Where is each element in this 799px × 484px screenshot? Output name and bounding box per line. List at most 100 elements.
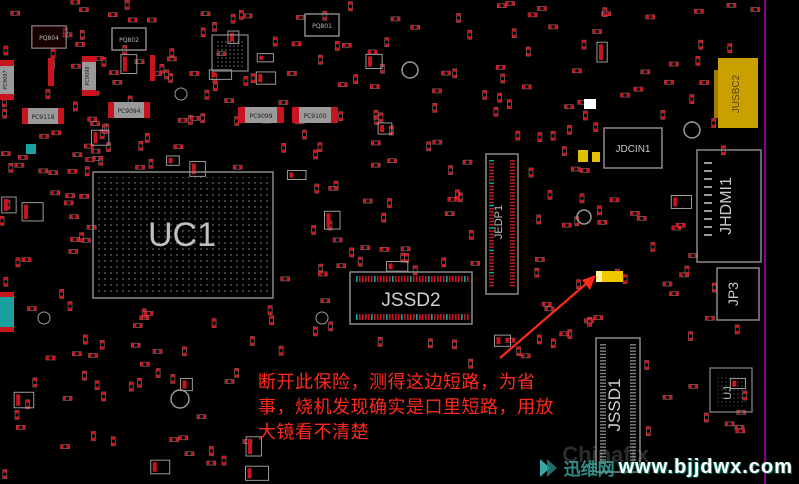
small-components (0, 0, 761, 481)
smd-component (182, 346, 187, 357)
connector-pin (489, 220, 494, 223)
connector-pin (704, 162, 712, 164)
smd-component (662, 281, 673, 287)
connector-pin (630, 452, 636, 455)
pq802-part: PQ802 (111, 27, 147, 51)
smd-component (547, 190, 553, 200)
pq804-label: PQ804 (39, 35, 59, 42)
smd-component (21, 202, 44, 222)
connector-pin (489, 169, 494, 172)
connector-pin (443, 276, 445, 282)
smd-component (596, 41, 608, 63)
smd-component (83, 334, 88, 345)
uc1-chip: UC1 (92, 171, 274, 299)
smd-component (633, 86, 644, 92)
connector-pin (510, 246, 515, 248)
connector-pin (510, 233, 515, 236)
connector-pin (600, 420, 606, 423)
connector-pin (413, 314, 415, 320)
connector-pin (600, 379, 606, 381)
jssd2-label: JSSD2 (381, 290, 440, 311)
connector-pin (630, 443, 636, 445)
cyan-chip (0, 292, 14, 332)
smd-component (267, 305, 273, 315)
connector-pin (489, 192, 494, 194)
smd-component (140, 361, 150, 367)
watermark: 迅维网 www.bjjdwx.com (538, 455, 793, 480)
connector-pin (489, 281, 494, 284)
connector-pin (407, 314, 409, 320)
connector-pin (510, 259, 515, 261)
connector-pin (630, 449, 636, 452)
smd-component (109, 70, 119, 75)
smd-component (224, 98, 234, 103)
smd-component (313, 326, 318, 337)
connector-pin (600, 385, 606, 388)
smd-component (404, 253, 410, 263)
smd-component (84, 143, 94, 149)
smd-component (190, 116, 200, 121)
connector-pin (489, 201, 494, 204)
smd-component (367, 49, 378, 55)
smd-component (27, 306, 37, 311)
smd-component (571, 166, 581, 172)
connector-pin (600, 398, 606, 400)
connector-pin (510, 204, 515, 207)
connector-pin (630, 404, 636, 407)
smd-component (341, 42, 352, 48)
connector-pin (600, 436, 606, 439)
smd-component (322, 10, 328, 21)
connector-pin (630, 363, 636, 365)
connector-pin (356, 314, 358, 320)
connector-pin (600, 408, 606, 410)
smd-component (704, 412, 709, 423)
smd-component (166, 155, 180, 166)
connector-pin (600, 353, 606, 356)
connector-pin (510, 224, 515, 226)
connector-pin (600, 411, 606, 413)
smd-component (25, 399, 30, 410)
smd-component (675, 222, 686, 228)
connector-pin (377, 276, 379, 282)
smd-component (390, 16, 401, 22)
smd-component (469, 230, 474, 240)
smd-component (699, 80, 709, 85)
smd-component (45, 355, 56, 361)
smd-component (169, 437, 179, 442)
smd-component (79, 7, 89, 12)
connector-pin (600, 401, 606, 404)
smd-component (520, 353, 531, 359)
connector-pin (704, 234, 712, 236)
connector-pin (510, 169, 515, 172)
connector-pin (489, 230, 494, 232)
connector-pin (395, 314, 397, 320)
connector-pin (489, 249, 494, 252)
smd-component (70, 0, 81, 5)
connector-pin (600, 382, 606, 384)
connector-pin (600, 424, 606, 426)
smd-component (521, 84, 532, 90)
connector-pin (489, 179, 494, 181)
connector-pin (600, 417, 606, 420)
uc1-label: UC1 (148, 216, 216, 254)
smd-component (82, 370, 87, 381)
smd-component (278, 345, 284, 356)
connector-pin (489, 252, 494, 255)
smd-component (250, 336, 255, 346)
connector-pin (600, 369, 606, 372)
smd-component (138, 141, 144, 151)
connector-pin (600, 414, 606, 416)
smd-component (110, 436, 116, 447)
connector-pin (510, 278, 515, 280)
smd-component (159, 64, 165, 74)
connector-pin (489, 217, 494, 220)
connector-pin (600, 392, 606, 394)
connector-pin (389, 314, 391, 320)
smd-component (386, 261, 409, 272)
smd-component (337, 82, 348, 87)
smd-component (133, 323, 143, 328)
connector-pin (600, 452, 606, 455)
smd-component (200, 27, 206, 38)
smd-component (335, 41, 340, 51)
smd-component (550, 131, 556, 141)
